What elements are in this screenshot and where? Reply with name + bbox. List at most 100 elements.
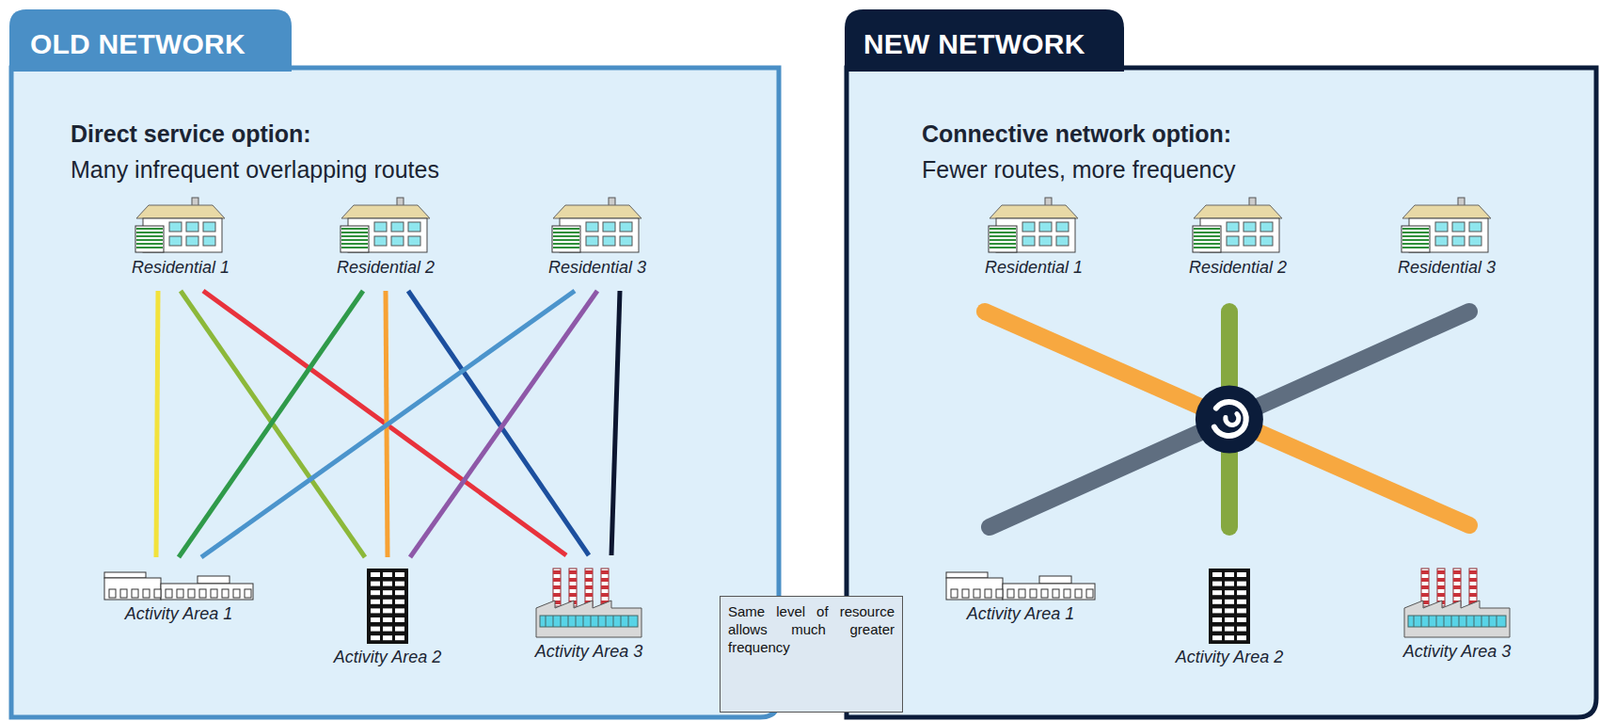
garage-stripe — [1193, 231, 1220, 234]
band-bar — [560, 615, 562, 627]
chimney-stripe — [1437, 585, 1445, 589]
garage-stripe — [989, 231, 1016, 234]
window — [1056, 236, 1069, 246]
tower-drawing — [1208, 568, 1251, 644]
place-node: Residential 2 — [1185, 195, 1291, 278]
tower-window — [1224, 634, 1235, 640]
band-bar — [583, 615, 585, 627]
factory-band — [539, 615, 638, 627]
tower-window — [395, 607, 405, 613]
tower-window — [395, 634, 405, 640]
chimney-stripe — [553, 577, 561, 582]
shop-window — [962, 588, 969, 598]
tower-window — [370, 589, 381, 595]
new-panel-body — [846, 67, 1597, 717]
garage-stripe — [1402, 238, 1429, 241]
tower-window — [1212, 599, 1222, 604]
garage-stripe — [136, 246, 163, 249]
shop-window — [210, 588, 218, 598]
chimney-stripe — [601, 585, 609, 589]
place-label: Activity Area 2 — [333, 646, 442, 667]
window — [1022, 221, 1035, 232]
panel-subtitle: Direct service option: — [70, 116, 312, 151]
tower-window — [1236, 589, 1247, 595]
tower-window — [382, 581, 393, 587]
band-bar — [1458, 615, 1460, 627]
tower-window — [382, 617, 393, 622]
garage-stripe — [1193, 227, 1220, 230]
garage-stripe — [989, 246, 1016, 249]
garage-stripe — [136, 235, 163, 238]
chimney-stripe — [1437, 577, 1445, 582]
window — [1260, 236, 1273, 246]
place-node: Residential 1 — [981, 195, 1087, 278]
tower-window — [395, 581, 405, 587]
bus-route — [410, 290, 598, 557]
band-bar — [605, 615, 607, 627]
chimney-stripe — [1469, 570, 1477, 574]
window — [1243, 221, 1256, 232]
window — [602, 221, 616, 232]
band-bar — [568, 615, 570, 627]
shop-window — [984, 588, 992, 598]
store-block — [104, 577, 161, 600]
house-icon — [1190, 195, 1285, 254]
chimney-stripe — [1469, 585, 1477, 589]
shop-window — [1007, 588, 1014, 598]
bus-route — [408, 290, 589, 555]
hub-circle — [1195, 385, 1264, 454]
place-label: Residential 2 — [1188, 256, 1287, 278]
place-label: Residential 3 — [1397, 256, 1496, 278]
network-panel: Residential 1Residential 2Residential 3A… — [844, 9, 1600, 721]
roof-sign — [197, 575, 230, 584]
roof — [136, 205, 225, 219]
shop-window — [1063, 588, 1071, 598]
band-bar — [613, 615, 615, 627]
tower-window — [1236, 599, 1247, 604]
garage-stripe — [553, 231, 580, 234]
chimney — [601, 568, 609, 606]
chimney-stripe — [1421, 592, 1429, 597]
chimney-stripe — [1437, 592, 1445, 597]
band-bar — [1496, 615, 1498, 627]
tower-window — [395, 571, 405, 577]
window — [1022, 236, 1035, 246]
chimney-stripe — [1421, 570, 1429, 574]
house-drawing — [135, 197, 225, 253]
garage-stripe — [341, 235, 368, 238]
house-icon — [1399, 195, 1494, 254]
garage-stripe — [1402, 231, 1429, 234]
hub-swirl — [1214, 401, 1247, 436]
tower-window — [395, 626, 405, 632]
place-node: Residential 3 — [1394, 195, 1500, 278]
house-icon — [550, 195, 645, 254]
place-label: Activity Area 3 — [532, 640, 646, 662]
garage-stripe — [341, 242, 368, 245]
tower-icon — [364, 568, 411, 644]
shop-window — [221, 588, 229, 598]
garage-stripe — [1193, 235, 1220, 238]
tower-window — [370, 571, 381, 577]
factory-icon — [1400, 566, 1514, 638]
roof — [1402, 205, 1491, 219]
house-drawing — [1192, 197, 1283, 253]
chimney — [1469, 568, 1477, 606]
chimney-stripe — [601, 577, 609, 582]
shop-window — [120, 588, 127, 598]
tower-window — [370, 599, 381, 604]
garage-stripe — [553, 235, 580, 238]
tower-window — [1224, 607, 1235, 613]
place-node: Activity Area 2 — [330, 568, 445, 667]
window — [169, 221, 182, 232]
tower-window — [382, 599, 393, 604]
window — [1226, 236, 1239, 246]
window — [391, 236, 404, 246]
window — [586, 236, 599, 246]
factory-body — [1404, 600, 1510, 637]
factory-drawing — [1404, 568, 1510, 637]
chimney-stripe — [553, 585, 561, 589]
band-bar — [1421, 615, 1423, 627]
band-bar — [590, 615, 592, 627]
tower-window — [1236, 626, 1247, 632]
roof — [553, 205, 642, 219]
